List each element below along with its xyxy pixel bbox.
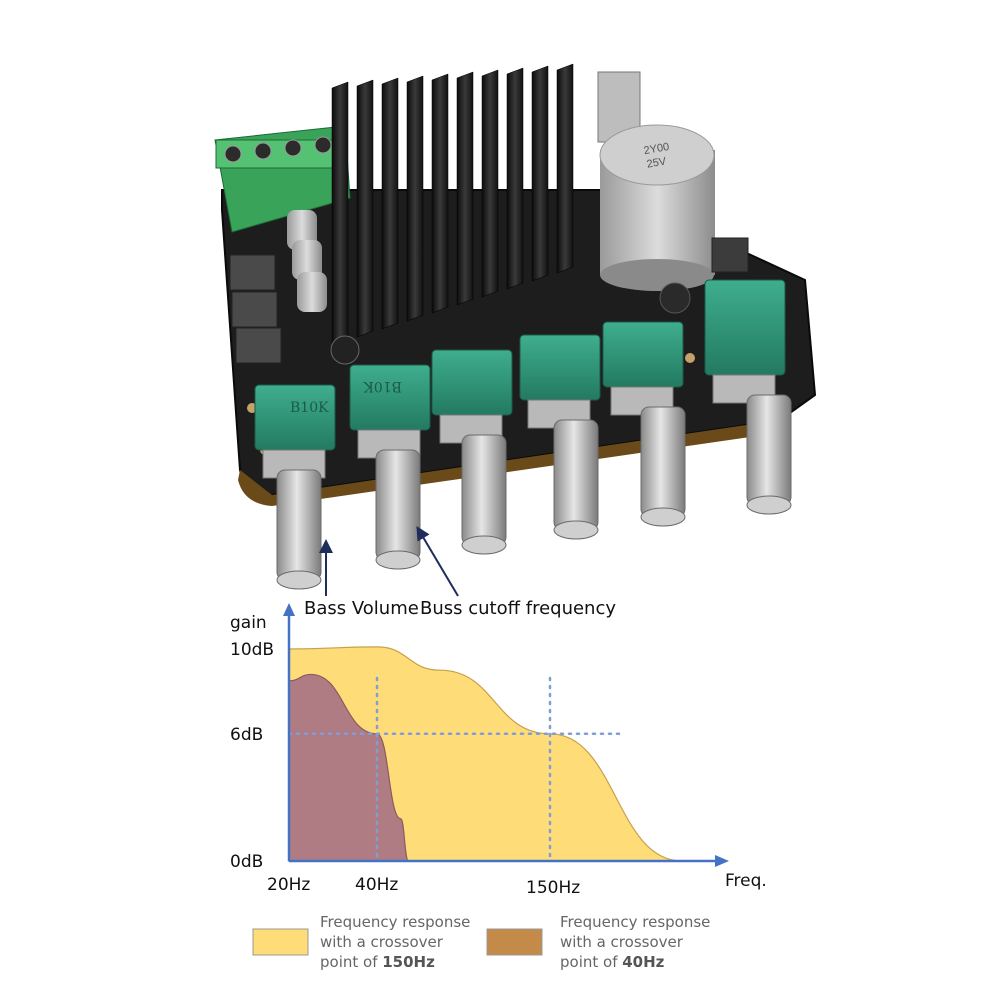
pot-shaft	[375, 449, 421, 561]
heatsink	[331, 63, 574, 346]
potentiometer-2[interactable]	[349, 364, 431, 570]
pot-shaft	[553, 419, 599, 531]
pot-body	[519, 334, 601, 401]
pot-shaft-end	[553, 520, 599, 540]
y-axis-label: gain	[230, 613, 267, 633]
legend-150hz-line2: with a crossover	[320, 933, 444, 951]
pot-body	[349, 364, 431, 431]
x-axis-arrow-icon	[715, 855, 729, 867]
heatsink-fin	[381, 77, 399, 330]
pot-label-2: B10K	[363, 378, 402, 394]
heatsink-fin	[531, 65, 549, 282]
legend-40hz-line3-prefix: point of	[560, 953, 622, 971]
y-tick-label: 10dB	[230, 640, 274, 660]
electrolytic-capacitor: 2Y00 25V	[599, 124, 715, 291]
terminal-block	[214, 125, 351, 233]
legend-item-150hz: Frequency response with a crossover poin…	[252, 913, 470, 971]
legend-40hz-line3-value: 40Hz	[622, 953, 664, 971]
cutoff-arrow	[416, 525, 459, 597]
small-capacitors	[287, 210, 327, 312]
potentiometer-6[interactable]	[704, 279, 792, 515]
pot-shaft	[461, 434, 507, 546]
heatsink-fin	[556, 63, 574, 274]
x-tick-label: 20Hz	[267, 875, 310, 895]
pot-body	[602, 321, 684, 388]
heatsink-fin	[356, 79, 374, 338]
x-tick-label: 40Hz	[355, 875, 398, 895]
pot-shaft-end	[640, 507, 686, 527]
legend-150hz-line3-value: 150Hz	[382, 953, 435, 971]
legend-150hz-line3: point of 150Hz	[320, 953, 435, 971]
legend-40hz-line3: point of 40Hz	[560, 953, 665, 971]
pad	[685, 353, 695, 363]
y-axis-arrow-icon	[283, 603, 295, 616]
heatsink-fin	[506, 67, 524, 290]
pot-body	[431, 349, 513, 416]
pot-shaft-end	[746, 495, 792, 515]
screw-icon	[314, 136, 332, 154]
callouts: Bass Volume Buss cutoff frequency	[304, 525, 616, 619]
inductors	[229, 254, 282, 364]
legend-150hz-line1: Frequency response	[320, 913, 470, 931]
screw-icon	[284, 139, 302, 157]
screw-icon	[224, 145, 242, 163]
legend-swatch-40hz	[486, 928, 543, 956]
legend: Frequency response with a crossover poin…	[252, 913, 710, 971]
potentiometer-1[interactable]	[254, 384, 336, 590]
pot-body	[254, 384, 336, 451]
potentiometer-4[interactable]	[519, 334, 601, 540]
pot-body	[704, 279, 786, 376]
heatsink-fin	[331, 81, 349, 346]
x-axis-label: Freq.	[725, 871, 767, 891]
legend-40hz-line2: with a crossover	[560, 933, 684, 951]
amplifier-board: 2Y00 25V B10K B10K	[214, 63, 817, 590]
x-tick-labels: 20Hz 40Hz 150Hz	[267, 875, 580, 898]
heatsink-fin	[481, 69, 499, 298]
frequency-response-chart: gain Freq. 10dB 6dB 0dB 20Hz 40Hz 150Hz	[230, 603, 767, 898]
reference-guides	[287, 676, 624, 863]
heatsink-fin	[431, 73, 449, 314]
pot-shaft	[276, 469, 322, 581]
legend-item-40hz: Frequency response with a crossover poin…	[486, 913, 710, 971]
y-tick-label: 6dB	[230, 725, 263, 745]
heatsink-fin	[406, 75, 424, 322]
capacitor-marking-line1: 2Y00	[643, 141, 670, 157]
bass-volume-label: Bass Volume	[304, 598, 419, 619]
pot-shaft-end	[276, 570, 322, 590]
potentiometer-3[interactable]	[431, 349, 513, 555]
pot-shaft	[746, 394, 792, 506]
screw-icon	[254, 142, 272, 160]
legend-150hz-line3-prefix: point of	[320, 953, 382, 971]
axes	[283, 603, 729, 867]
y-tick-labels: 10dB 6dB 0dB	[230, 640, 274, 872]
small-inductor	[659, 282, 691, 314]
potentiometers	[254, 279, 792, 590]
heatsink-fin	[456, 71, 474, 306]
pot-label-1: B10K	[290, 400, 329, 416]
pot-shaft-end	[461, 535, 507, 555]
cutoff-frequency-label: Buss cutoff frequency	[420, 598, 616, 619]
pot-shaft-end	[375, 550, 421, 570]
capacitor-marking-line2: 25V	[646, 155, 668, 170]
legend-40hz-line1: Frequency response	[560, 913, 710, 931]
legend-swatch-150hz	[252, 928, 309, 956]
transistor	[330, 335, 360, 365]
x-tick-label: 150Hz	[526, 878, 580, 898]
chip	[711, 237, 749, 273]
potentiometer-5[interactable]	[602, 321, 686, 527]
pot-shaft	[640, 406, 686, 518]
y-tick-label: 0dB	[230, 852, 263, 872]
